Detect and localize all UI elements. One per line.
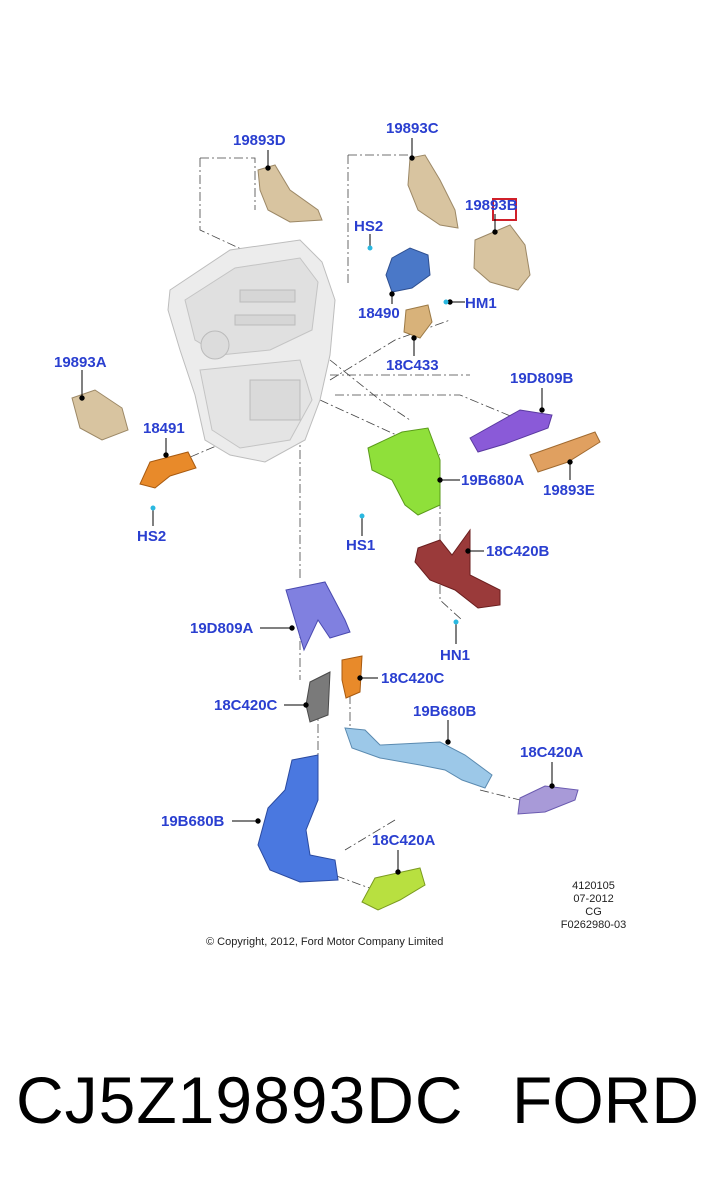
part-18C420A-right[interactable] (517, 785, 579, 815)
copyright-notice: © Copyright, 2012, Ford Motor Company Li… (206, 936, 444, 948)
callout-18C420B[interactable]: 18C420B (486, 543, 550, 560)
brand-title: FORD (512, 1063, 699, 1137)
callout-19D809A[interactable]: 19D809A (190, 620, 254, 637)
meta-line-4: F0262980-03 (560, 919, 627, 931)
callout-18C420C-right[interactable]: 18C420C (381, 670, 445, 687)
part-18C420A-bottom[interactable] (361, 867, 426, 911)
highlight-box (492, 198, 517, 221)
callout-19D809B[interactable]: 19D809B (510, 370, 574, 387)
part-19D809A[interactable] (285, 581, 351, 652)
part-19893E[interactable] (529, 431, 601, 473)
part-19893C[interactable] (407, 154, 459, 229)
callout-18490[interactable]: 18490 (358, 305, 400, 322)
part-19B680B-left[interactable] (257, 754, 339, 883)
parts-diagram (71, 138, 601, 911)
part-18490[interactable] (385, 247, 431, 293)
meta-line-1: 4120105 (572, 880, 615, 892)
meta-line-3: CG (585, 906, 602, 918)
part-number-title: CJ5Z19893DC (16, 1063, 464, 1137)
callout-HS2-top[interactable]: HS2 (354, 218, 384, 235)
callout-leaders (79, 138, 573, 875)
callout-19893B[interactable]: 19893B (465, 197, 518, 214)
callout-19893C[interactable]: 19893C (386, 120, 439, 137)
meta-line-2: 07-2012 (573, 893, 614, 905)
part-19893A[interactable] (71, 389, 129, 441)
callout-HN1[interactable]: HN1 (440, 647, 471, 664)
callout-18C420C-left[interactable]: 18C420C (214, 697, 278, 714)
diagram-metadata: 4120105 07-2012 CG F0262980-03 (556, 880, 631, 932)
callout-HS1[interactable]: HS1 (346, 537, 376, 554)
callout-18491[interactable]: 18491 (143, 420, 185, 437)
part-19B680A[interactable] (367, 427, 441, 516)
callout-18C433[interactable]: 18C433 (386, 357, 439, 374)
part-19D809B[interactable] (469, 409, 553, 453)
part-18C433[interactable] (403, 304, 433, 339)
callout-19893A[interactable]: 19893A (54, 354, 107, 371)
callout-HM1[interactable]: HM1 (465, 295, 497, 312)
callout-19B680B-left[interactable]: 19B680B (161, 813, 225, 830)
part-18491[interactable] (139, 451, 197, 489)
callout-HS2-left[interactable]: HS2 (137, 528, 167, 545)
callout-18C420A-bottom[interactable]: 18C420A (372, 832, 436, 849)
callout-19893D[interactable]: 19893D (233, 132, 286, 149)
part-18C420B[interactable] (414, 528, 501, 609)
part-18C420C-left[interactable] (305, 671, 331, 723)
fastener-markers (150, 245, 459, 625)
part-19893D[interactable] (257, 164, 323, 223)
hvac-housing (167, 239, 336, 463)
part-19893B[interactable] (473, 224, 531, 291)
part-19B680B-right[interactable] (344, 727, 493, 789)
callout-18C420A-right[interactable]: 18C420A (520, 744, 584, 761)
callout-19893E[interactable]: 19893E (543, 482, 595, 499)
part-18C420C-right[interactable] (341, 655, 363, 699)
callout-19B680B-right[interactable]: 19B680B (413, 703, 477, 720)
callout-19B680A[interactable]: 19B680A (461, 472, 525, 489)
